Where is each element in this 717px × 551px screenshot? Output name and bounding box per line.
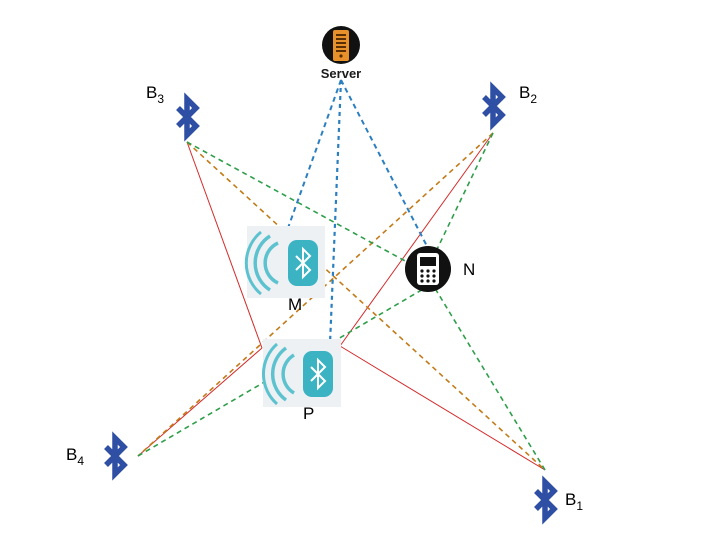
beacon-b3: B3 bbox=[146, 83, 196, 135]
link-b1-n-green bbox=[429, 279, 546, 471]
link-b2-p bbox=[339, 132, 494, 347]
device-n: N bbox=[405, 246, 475, 292]
connection-links bbox=[137, 79, 546, 471]
link-b3-b1-orange bbox=[186, 141, 546, 471]
bluetooth-broadcast-icon bbox=[244, 226, 325, 298]
link-b2-b4-orange bbox=[137, 132, 494, 457]
device-p: P bbox=[262, 339, 341, 423]
beacon-b4: B4 bbox=[66, 438, 124, 474]
bluetooth-icon bbox=[484, 88, 502, 124]
beacon-b3-label: B3 bbox=[146, 83, 164, 106]
link-b3-n-green bbox=[186, 141, 419, 269]
link-server-n bbox=[340, 79, 431, 253]
bluetooth-broadcast-icon bbox=[262, 339, 341, 407]
beacon-b2-label: B2 bbox=[519, 83, 537, 106]
bluetooth-icon bbox=[536, 482, 554, 518]
beacon-b1-label: B1 bbox=[565, 490, 583, 513]
mobile-phone-icon bbox=[405, 246, 451, 292]
bluetooth-icon bbox=[106, 438, 124, 474]
beacon-b4-label: B4 bbox=[66, 445, 84, 468]
server-node: Server bbox=[321, 26, 361, 81]
device-m-label: M bbox=[288, 295, 302, 314]
link-b3-p bbox=[186, 141, 263, 349]
link-b2-n-green bbox=[427, 132, 494, 269]
device-m: M bbox=[244, 226, 325, 314]
beacon-b1: B1 bbox=[536, 482, 583, 518]
link-server-m bbox=[287, 79, 342, 229]
link-b4-p bbox=[137, 347, 263, 457]
server-label: Server bbox=[321, 66, 361, 81]
link-b1-p bbox=[339, 345, 546, 471]
device-p-label: P bbox=[303, 404, 314, 423]
link-server-p bbox=[328, 79, 343, 345]
server-icon bbox=[322, 26, 360, 64]
device-n-label: N bbox=[463, 260, 475, 279]
bluetooth-icon bbox=[178, 99, 196, 135]
beacon-b2: B2 bbox=[484, 83, 537, 124]
